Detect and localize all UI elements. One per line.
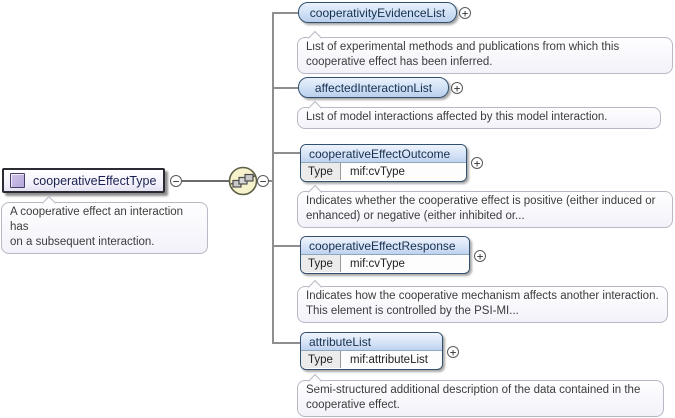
annotation-text: Indicates whether the cooperative effect… [306, 195, 656, 222]
root-annotation-text: A cooperative effect an interaction has … [10, 206, 184, 248]
connector-sequence-stub [268, 180, 274, 182]
element-icon [10, 173, 25, 188]
type-value: mif:attributeList [341, 351, 442, 368]
connector-branch-2 [272, 87, 299, 89]
type-value: mif:cvType [341, 163, 466, 180]
root-annotation-bubble: A cooperative effect an interaction has … [1, 195, 208, 254]
type-label: Type [301, 163, 341, 180]
connector-branch-3 [272, 152, 301, 154]
element-cooperativityEvidenceList[interactable]: cooperativityEvidenceList [298, 2, 457, 23]
element-affectedInteractionList[interactable]: affectedInteractionList [298, 77, 449, 98]
element-cooperativeEffectOutcome[interactable]: cooperativeEffectOutcome Type mif:cvType [300, 144, 467, 182]
connector-trunk [272, 12, 274, 343]
annotation-attributeList: Semi-structured additional description o… [297, 373, 664, 417]
expand-icon-attributeList[interactable]: + [447, 346, 459, 358]
annotation-affectedInteractionList: List of model interactions affected by t… [297, 100, 661, 129]
element-label: cooperativeEffectOutcome [309, 146, 451, 161]
expand-icon-affectedInteractionList[interactable]: + [451, 82, 463, 94]
element-label: attributeList [309, 334, 372, 349]
root-element-cooperativeEffectType[interactable]: cooperativeEffectType [2, 168, 165, 193]
annotation-cooperativeEffectResponse: Indicates how the cooperative mechanism … [297, 279, 668, 323]
annotation-cooperativityEvidenceList: List of experimental methods and publica… [297, 30, 673, 74]
sequence-collapse-icon[interactable]: − [257, 175, 269, 187]
connector-branch-4 [272, 245, 301, 247]
expand-icon-cooperativeEffectOutcome[interactable]: + [471, 157, 483, 169]
expand-icon-cooperativityEvidenceList[interactable]: + [459, 7, 471, 19]
connector-root-to-sequence [182, 180, 229, 182]
annotation-text: List of experimental methods and publica… [306, 41, 620, 68]
type-label: Type [301, 351, 341, 368]
root-collapse-icon[interactable]: − [170, 175, 182, 187]
sequence-icon[interactable] [228, 166, 258, 196]
element-attributeList[interactable]: attributeList Type mif:attributeList [300, 332, 443, 370]
element-label: cooperativityEvidenceList [309, 5, 446, 20]
annotation-text: List of model interactions affected by t… [306, 111, 608, 123]
annotation-text: Indicates how the cooperative mechanism … [306, 290, 659, 317]
element-label: cooperativeEffectResponse [309, 238, 456, 253]
root-element-label: cooperativeEffectType [33, 173, 157, 188]
expand-icon-cooperativeEffectResponse[interactable]: + [474, 250, 486, 262]
annotation-cooperativeEffectOutcome: Indicates whether the cooperative effect… [297, 184, 673, 228]
annotation-text: Semi-structured additional description o… [306, 384, 641, 411]
element-label: affectedInteractionList [314, 80, 433, 95]
connector-branch-1 [272, 12, 299, 14]
type-label: Type [301, 255, 341, 272]
type-value: mif:cvType [341, 255, 469, 272]
connector-branch-5 [272, 342, 301, 344]
element-cooperativeEffectResponse[interactable]: cooperativeEffectResponse Type mif:cvTyp… [300, 236, 470, 274]
